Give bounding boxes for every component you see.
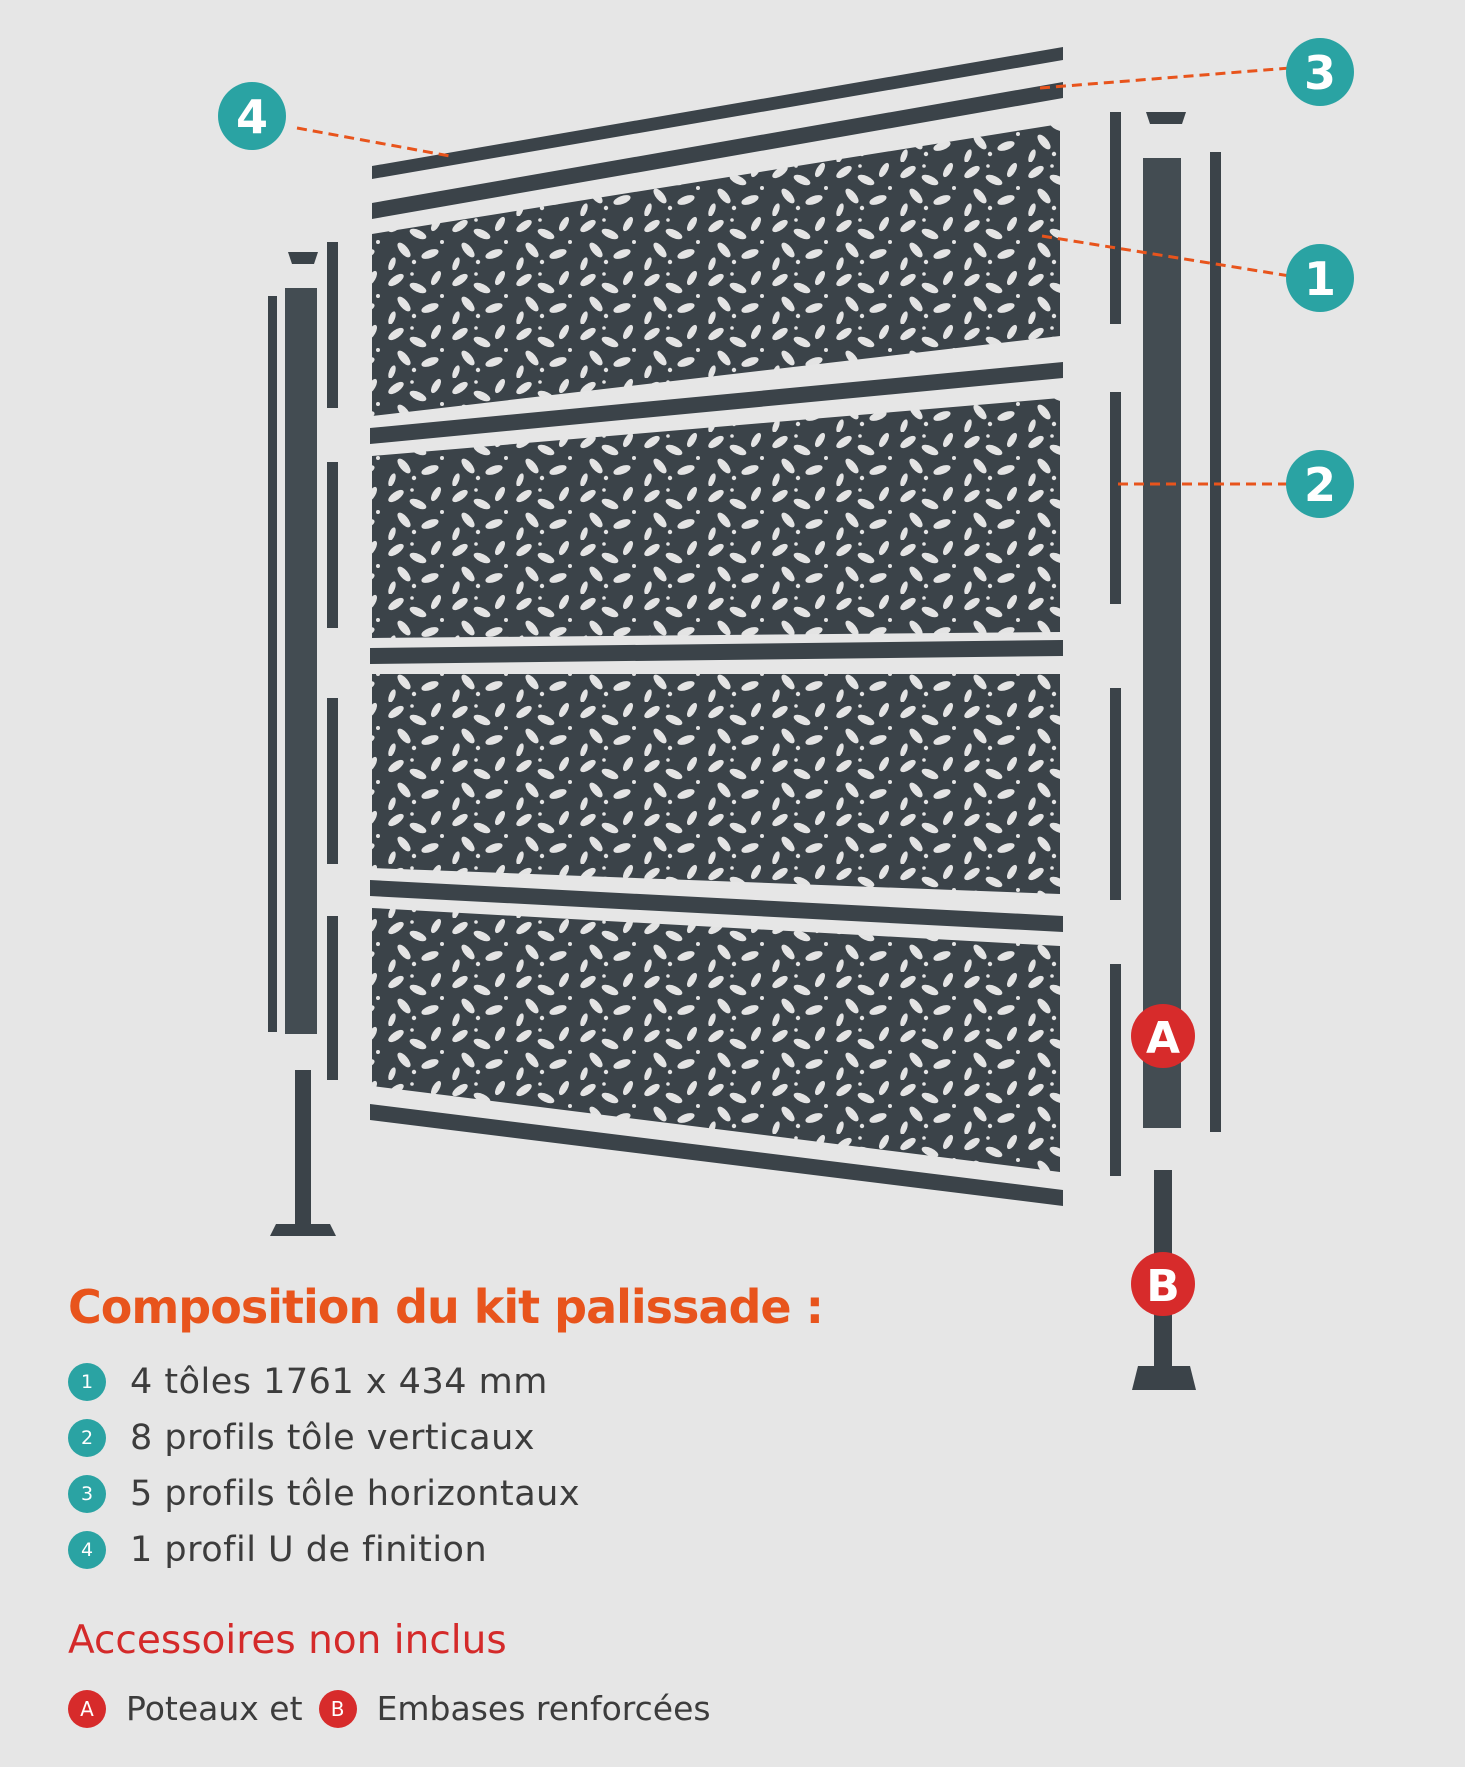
component-number-badge: 4 bbox=[68, 1531, 106, 1569]
component-item: 4 1 profil U de finition bbox=[68, 1522, 968, 1578]
vertical-profile-segment bbox=[327, 698, 338, 864]
callout-4-label: 4 bbox=[236, 90, 268, 144]
callout-a-badge: A bbox=[1131, 1004, 1195, 1068]
left-post-assembly bbox=[268, 252, 336, 1236]
vertical-profile-segment bbox=[327, 242, 338, 408]
accessories-title: Accessoires non inclus bbox=[68, 1618, 507, 1663]
accessory-b-badge: B bbox=[318, 1689, 357, 1728]
kit-composition-legend: Composition du kit palissade : 1 4 tôles… bbox=[68, 1280, 968, 1728]
callout-1-label: 1 bbox=[1304, 252, 1336, 306]
callout-b-badge: B bbox=[1131, 1252, 1195, 1316]
component-text: 4 tôles 1761 x 434 mm bbox=[130, 1362, 548, 1402]
callout-3-badge: 3 bbox=[1286, 38, 1354, 106]
callout-lines bbox=[296, 66, 1291, 486]
callout-b-label: B bbox=[1146, 1261, 1180, 1312]
component-text: 5 profils tôle horizontaux bbox=[130, 1474, 581, 1514]
left-post bbox=[285, 288, 317, 1034]
right-post-assembly bbox=[1132, 112, 1221, 1390]
horizontal-profile-1 bbox=[372, 82, 1063, 219]
perforated-panel-2 bbox=[372, 398, 1060, 638]
callout-2-badge: 2 bbox=[1286, 450, 1354, 518]
left-base-tube bbox=[295, 1070, 311, 1224]
perforated-panel-1 bbox=[372, 124, 1060, 416]
right-post-side-profile bbox=[1210, 152, 1221, 1132]
callout-2-label: 2 bbox=[1304, 458, 1336, 512]
vertical-profile-segment bbox=[1110, 392, 1121, 604]
horizontal-profile-4 bbox=[370, 880, 1063, 932]
component-item: 2 8 profils tôle verticaux bbox=[68, 1410, 968, 1466]
component-number-badge: 3 bbox=[68, 1475, 106, 1513]
accessory-a-badge: A bbox=[68, 1689, 106, 1728]
callout-3-label: 3 bbox=[1304, 46, 1336, 100]
perforated-panel-4 bbox=[372, 908, 1060, 1172]
perforated-panel-3 bbox=[372, 674, 1060, 894]
vertical-profile-segment bbox=[327, 916, 338, 1080]
perforated-panels bbox=[372, 124, 1060, 1172]
component-list: 1 4 tôles 1761 x 434 mm 2 8 profils tôle… bbox=[68, 1354, 968, 1578]
left-base-plate bbox=[270, 1224, 336, 1236]
component-text: 1 profil U de finition bbox=[130, 1530, 488, 1570]
legend-title: Composition du kit palissade : bbox=[68, 1280, 824, 1334]
horizontal-profile-5 bbox=[370, 1104, 1063, 1206]
callout-1-badge: 1 bbox=[1286, 244, 1354, 312]
component-number-badge: 2 bbox=[68, 1419, 106, 1457]
horizontal-profile-2 bbox=[370, 362, 1063, 444]
vertical-profile-segment bbox=[1110, 964, 1121, 1176]
right-vertical-profiles bbox=[1110, 112, 1121, 1176]
vertical-profile-segment bbox=[327, 462, 338, 628]
vertical-profile-segment bbox=[1110, 112, 1121, 324]
right-post bbox=[1143, 158, 1181, 1128]
component-text: 8 profils tôle verticaux bbox=[130, 1418, 535, 1458]
horizontal-profile-3 bbox=[370, 640, 1063, 664]
accessories-line: A Poteaux et B Embases renforcées bbox=[68, 1689, 968, 1728]
component-item: 1 4 tôles 1761 x 434 mm bbox=[68, 1354, 968, 1410]
left-post-back-profile bbox=[268, 296, 277, 1032]
accessory-a-text: Poteaux et bbox=[126, 1689, 303, 1728]
callout-4-badge: 4 bbox=[218, 82, 286, 150]
top-finishing-u-profile bbox=[372, 47, 1063, 179]
callout-a-label: A bbox=[1146, 1013, 1180, 1064]
component-item: 3 5 profils tôle horizontaux bbox=[68, 1466, 968, 1522]
vertical-profile-segment bbox=[1110, 688, 1121, 900]
component-number-badge: 1 bbox=[68, 1363, 106, 1401]
right-base-plate bbox=[1132, 1366, 1196, 1390]
horizontal-profiles bbox=[370, 82, 1063, 1206]
accessory-b-text: Embases renforcées bbox=[376, 1689, 711, 1728]
left-vertical-profiles bbox=[327, 242, 338, 1080]
